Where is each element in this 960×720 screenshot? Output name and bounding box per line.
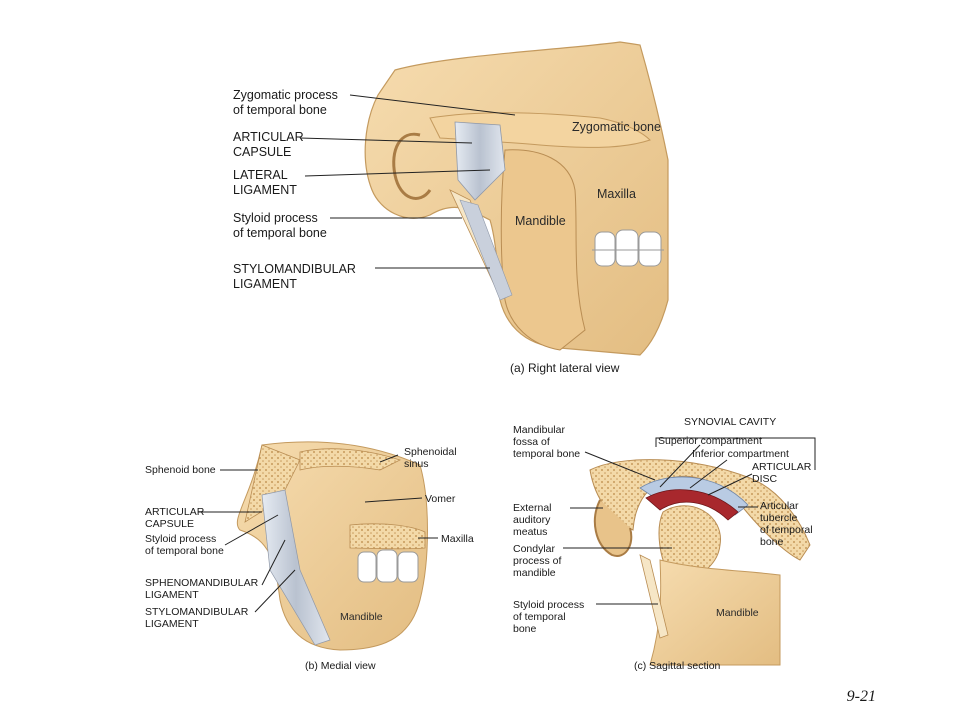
label-vomer: Vomer <box>425 493 456 505</box>
label-sphenoid-bone: Sphenoid bone <box>145 464 216 476</box>
label-mandibular-fossa-3: temporal bone <box>513 448 581 460</box>
label-styloid-c-2: of temporal <box>513 611 566 623</box>
panel-b-leaders <box>198 454 438 613</box>
label-articular-disc-1: ARTICULAR <box>752 461 812 473</box>
label-articular-capsule-1: ARTICULAR <box>233 130 304 144</box>
panel-a-drawing <box>364 41 669 356</box>
panel-c-leaders <box>563 437 816 605</box>
label-mandible-b: Mandible <box>340 611 383 623</box>
label-styloid-c-1: Styloid process <box>513 599 585 611</box>
label-zygomatic-process-2: of temporal bone <box>233 103 327 117</box>
label-stylomandibular-b-2: LIGAMENT <box>145 618 199 630</box>
label-articular-capsule-2: CAPSULE <box>233 145 292 159</box>
label-stylomandibular-a-1: STYLOMANDIBULAR <box>233 262 356 276</box>
label-mandibular-fossa-2: fossa of <box>513 436 550 448</box>
label-styloid-a-1: Styloid process <box>233 211 318 225</box>
slide-number: 9-21 <box>846 688 876 705</box>
label-articular-tubercle-1: Articular <box>760 500 799 512</box>
label-condylar-1: Condylar <box>513 543 556 555</box>
label-mandible-a: Mandible <box>515 214 566 228</box>
panel-a-leaders <box>299 94 516 269</box>
label-articular-tubercle-2: tubercle <box>760 512 798 524</box>
lateral-ligament <box>454 121 506 201</box>
label-styloid-c-3: bone <box>513 623 537 635</box>
label-stylomandibular-b-1: STYLOMANDIBULAR <box>145 606 249 618</box>
label-lateral-ligament-1: LATERAL <box>233 168 288 182</box>
label-mandibular-fossa-1: Mandibular <box>513 424 565 436</box>
label-synovial-cavity: SYNOVIAL CAVITY <box>684 416 777 428</box>
label-condylar-3: mandible <box>513 567 556 579</box>
label-external-meatus-3: meatus <box>513 526 548 538</box>
ear-canal-c <box>593 499 633 557</box>
mandible-ramus <box>500 149 586 351</box>
label-maxilla-b: Maxilla <box>441 533 474 545</box>
label-sphenomandibular-2: LIGAMENT <box>145 589 199 601</box>
label-styloid-b-1: Styloid process <box>145 533 217 545</box>
label-condylar-2: process of <box>513 555 562 567</box>
label-zygomatic-bone: Zygomatic bone <box>572 120 661 134</box>
label-stylomandibular-a-2: LIGAMENT <box>233 277 297 291</box>
teeth-a <box>592 229 664 267</box>
label-maxilla-a: Maxilla <box>597 187 636 201</box>
label-superior-compartment: Superior compartment <box>658 435 762 447</box>
label-zygomatic-process-1: Zygomatic process <box>233 88 338 102</box>
maxilla-medial <box>349 523 426 550</box>
label-sphenoidal-sinus-1: Sphenoidal <box>404 446 457 458</box>
label-mandible-c: Mandible <box>716 607 759 619</box>
label-external-meatus-1: External <box>513 502 552 514</box>
sinus-spongy <box>299 448 402 471</box>
label-sphenomandibular-1: SPHENOMANDIBULAR <box>145 577 259 589</box>
teeth-b <box>357 549 419 583</box>
styloid-c <box>639 554 669 639</box>
label-inferior-compartment: Inferior compartment <box>692 448 789 460</box>
label-articular-tubercle-4: bone <box>760 536 784 548</box>
label-external-meatus-2: auditory <box>513 514 551 526</box>
label-articular-capsule-b-1: ARTICULAR <box>145 506 205 518</box>
condylar-process <box>658 505 721 581</box>
label-styloid-a-2: of temporal bone <box>233 226 327 240</box>
ear-outline <box>392 132 432 200</box>
caption-panel-b: (b) Medial view <box>305 660 376 672</box>
label-sphenoidal-sinus-2: sinus <box>404 458 429 470</box>
caption-panel-c: (c) Sagittal section <box>634 660 721 672</box>
caption-panel-a: (a) Right lateral view <box>510 361 620 375</box>
label-articular-disc-2: DISC <box>752 473 778 485</box>
panel-b-drawing <box>236 441 428 651</box>
articular-disc <box>645 489 739 521</box>
stylomandibular-ligament-a <box>459 199 513 301</box>
mandible-c <box>649 559 781 666</box>
panel-c-drawing <box>589 459 811 666</box>
label-styloid-b-2: of temporal bone <box>145 545 224 557</box>
label-articular-capsule-b-2: CAPSULE <box>145 518 195 530</box>
label-articular-tubercle-3: of temporal <box>760 524 813 536</box>
label-lateral-ligament-2: LIGAMENT <box>233 183 297 197</box>
